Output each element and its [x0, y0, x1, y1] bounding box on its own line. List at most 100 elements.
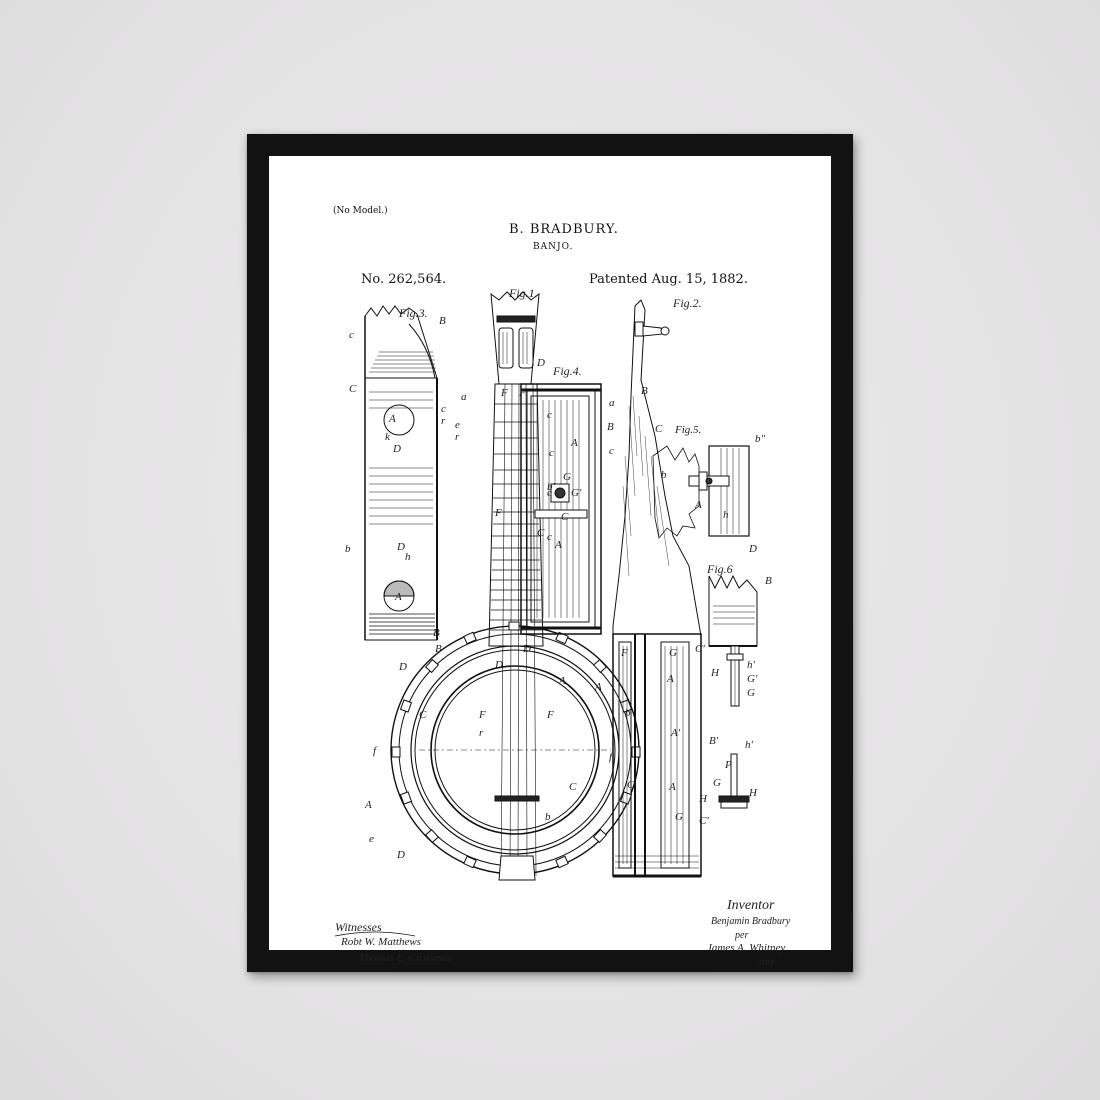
svg-text:a: a: [609, 397, 615, 409]
svg-text:F: F: [518, 387, 526, 399]
svg-text:A: A: [558, 675, 566, 687]
svg-text:F: F: [500, 387, 508, 399]
svg-text:B': B': [709, 735, 719, 747]
fig3-drawing: [364, 305, 438, 641]
svg-text:h': h': [747, 659, 756, 671]
svg-text:b": b": [755, 433, 766, 445]
fig4-label: Fig.4.: [553, 364, 582, 378]
svg-text:G': G': [571, 487, 582, 499]
patent-number: No. 262,564.: [361, 272, 447, 287]
svg-text:C: C: [655, 423, 663, 435]
svg-text:e: e: [369, 833, 374, 845]
banjo-patent-drawing: BcC AkD cr bDh AB aer FFc ccc FBD DAA CF…: [334, 291, 772, 937]
witness-1-signature: Robt W. Matthews: [341, 936, 421, 948]
svg-text:F: F: [620, 647, 628, 659]
svg-text:H: H: [748, 787, 758, 799]
svg-text:c: c: [547, 487, 552, 499]
svg-text:A: A: [666, 673, 674, 685]
svg-text:b: b: [625, 707, 631, 719]
svg-text:B: B: [439, 315, 446, 327]
svg-text:F: F: [546, 709, 554, 721]
svg-text:C: C: [419, 709, 427, 721]
svg-text:c: c: [349, 329, 354, 341]
model-note: (No Model.): [333, 206, 388, 216]
svg-text:D: D: [396, 541, 405, 553]
svg-text:A: A: [594, 681, 602, 693]
svg-text:D: D: [494, 659, 503, 671]
svg-text:G: G: [713, 777, 721, 789]
svg-text:F: F: [494, 507, 502, 519]
svg-text:D: D: [398, 661, 407, 673]
svg-text:c: c: [441, 403, 446, 415]
per-note: per: [735, 930, 749, 941]
svg-text:B: B: [765, 575, 772, 587]
svg-text:D: D: [748, 543, 757, 555]
svg-text:A: A: [388, 413, 396, 425]
svg-text:c: c: [609, 445, 614, 457]
svg-text:A: A: [668, 781, 676, 793]
svg-text:r: r: [479, 727, 484, 739]
svg-text:G': G': [747, 673, 758, 685]
svg-text:r: r: [455, 431, 460, 443]
svg-text:P: P: [724, 759, 732, 771]
fig6-drawing: [708, 574, 758, 809]
svg-text:e: e: [455, 419, 460, 431]
fig5-drawing: [652, 445, 750, 539]
svg-text:b': b': [547, 481, 556, 493]
svg-text:D: D: [392, 443, 401, 455]
witnesses-label: Witnesses: [335, 920, 382, 934]
svg-text:C: C: [627, 779, 635, 791]
svg-text:C: C: [537, 527, 545, 539]
svg-text:C: C: [349, 383, 357, 395]
witness-2-signature: Thomas E. Crossman: [359, 952, 454, 964]
svg-text:r: r: [441, 415, 446, 427]
picture-frame: (No Model.) B. BRADBURY. BANJO. No. 262,…: [247, 134, 853, 972]
svg-text:b: b: [345, 543, 351, 555]
svg-text:h': h': [745, 739, 754, 751]
svg-text:B: B: [433, 627, 440, 639]
svg-text:C': C': [699, 815, 709, 827]
svg-text:A: A: [554, 539, 562, 551]
svg-text:C': C': [695, 643, 705, 655]
svg-text:h: h: [405, 551, 411, 563]
svg-text:A': A': [670, 727, 681, 739]
svg-text:b: b: [545, 811, 551, 823]
inventor-label: Inventor: [727, 898, 775, 913]
attorney-label: atty: [759, 956, 776, 968]
svg-text:a: a: [461, 391, 467, 403]
svg-text:A: A: [570, 437, 578, 449]
svg-text:D: D: [522, 643, 531, 655]
fig6-label: Fig.6: [707, 562, 733, 576]
svg-text:G: G: [747, 687, 755, 699]
fig1-drawing: [390, 291, 641, 881]
attorney-signature: James A. Whitney: [707, 942, 786, 954]
svg-text:H: H: [710, 667, 720, 679]
svg-text:G: G: [669, 647, 677, 659]
svg-text:A: A: [394, 591, 402, 603]
patent-title: BANJO.: [533, 242, 574, 252]
svg-text:c: c: [547, 531, 552, 543]
fig5-label: Fig.5.: [675, 424, 702, 436]
svg-text:H: H: [698, 793, 708, 805]
svg-text:G: G: [563, 471, 571, 483]
svg-text:C: C: [561, 511, 569, 523]
svg-text:A: A: [694, 499, 702, 511]
svg-text:D: D: [396, 849, 405, 861]
svg-text:k: k: [385, 431, 391, 443]
svg-text:h: h: [723, 509, 729, 521]
svg-text:D: D: [536, 357, 545, 369]
svg-text:B: B: [641, 385, 648, 397]
svg-text:F: F: [478, 709, 486, 721]
svg-text:B: B: [607, 421, 614, 433]
patent-date: Patented Aug. 15, 1882.: [589, 272, 748, 287]
svg-text:G: G: [675, 811, 683, 823]
svg-text:c: c: [549, 447, 554, 459]
svg-text:B: B: [435, 643, 442, 655]
svg-text:c: c: [547, 409, 552, 421]
inventor-name: B. BRADBURY.: [509, 222, 619, 237]
fig2-label: Fig.2.: [673, 296, 702, 310]
fig4-drawing: [520, 383, 602, 635]
svg-text:A: A: [364, 799, 372, 811]
witness-signature-scribbles: [334, 931, 416, 937]
svg-text:C: C: [569, 781, 577, 793]
